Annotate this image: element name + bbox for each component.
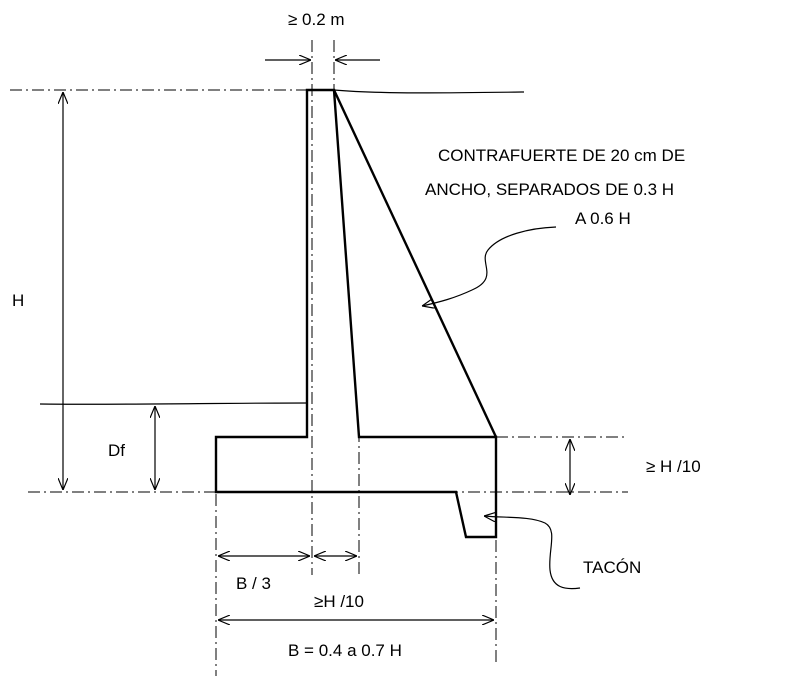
key-callout-leader	[484, 516, 581, 590]
wall-structure	[214, 88, 498, 539]
counterfort-note-line3: A 0.6 H	[575, 209, 631, 228]
counterfort-callout-leader	[422, 226, 557, 306]
counterfort-note-line2: ANCHO, SEPARADOS DE 0.3 H	[425, 180, 674, 199]
toe-width-label: B / 3	[236, 574, 271, 593]
counterfort-note-line1: CONTRAFUERTE DE 20 cm DE	[438, 146, 685, 165]
backfill-ground-line	[333, 89, 525, 94]
depth-label: Df	[108, 441, 125, 460]
top-thickness-label: ≥ 0.2 m	[288, 10, 345, 29]
counterfort-outline	[332, 89, 498, 438]
base-width-label: B = 0.4 a 0.7 H	[288, 641, 402, 660]
base-thickness-label: ≥ H /10	[646, 457, 701, 476]
stem-width-label: ≥H /10	[314, 592, 364, 611]
key-label: TACÓN	[583, 558, 641, 577]
front-ground-line	[39, 402, 308, 405]
height-label: H	[12, 291, 24, 310]
